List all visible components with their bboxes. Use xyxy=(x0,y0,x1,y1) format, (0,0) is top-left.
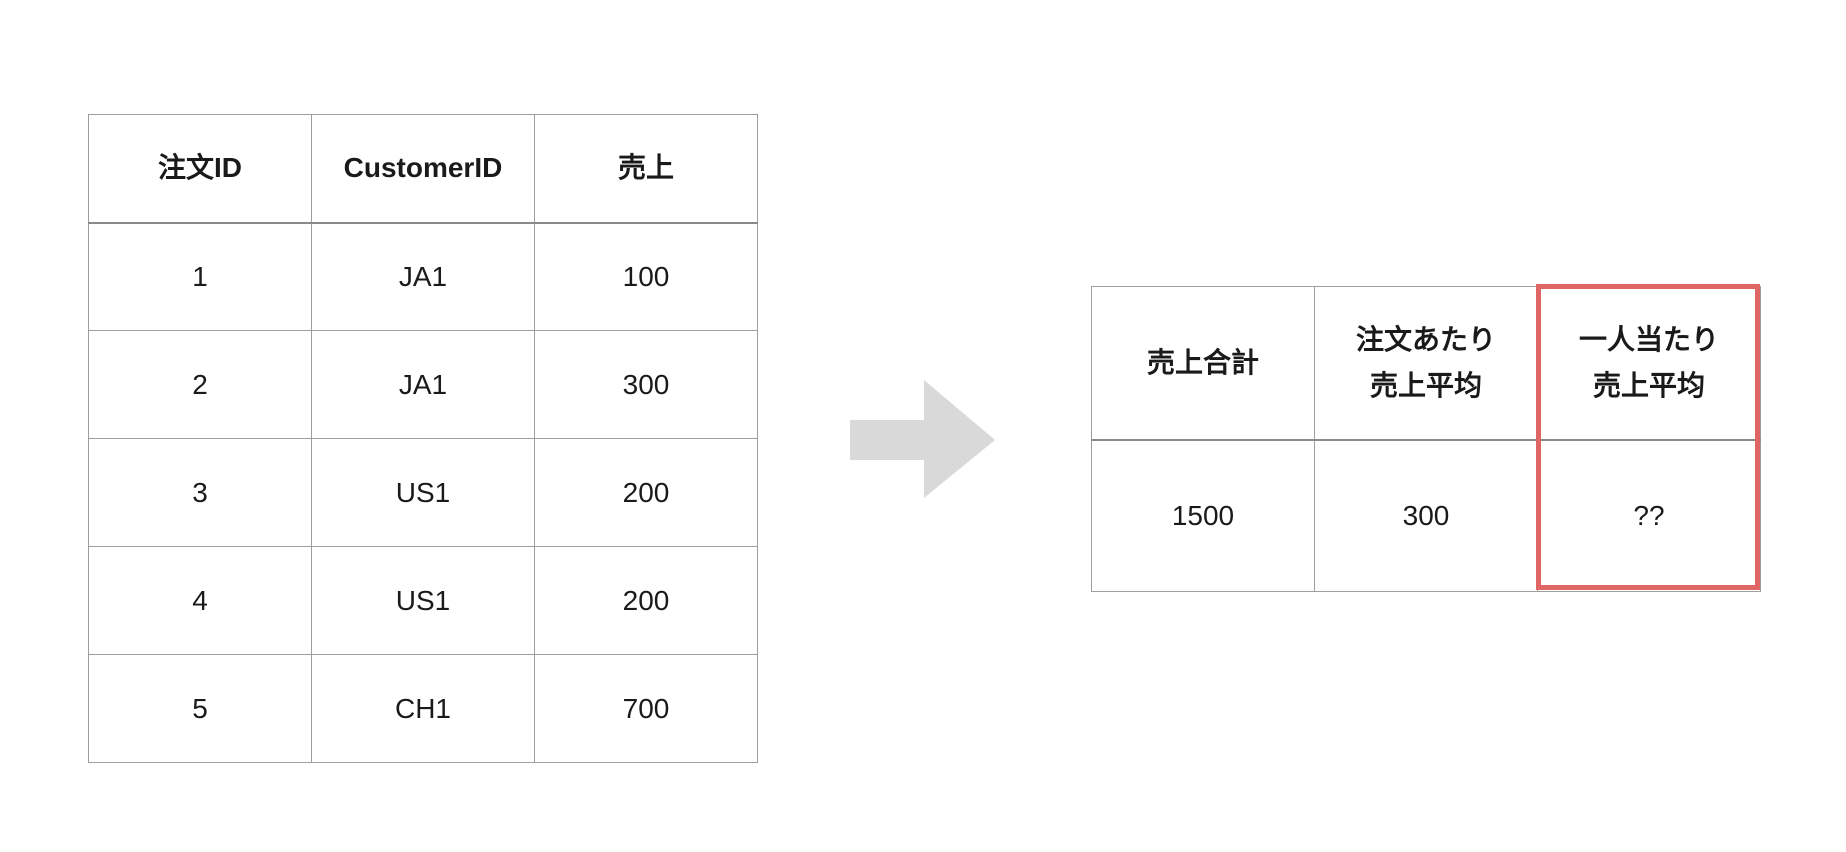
result-table: 売上合計 注文あたり 売上平均 一人当たり 売上平均 1500 300 ?? xyxy=(1091,286,1761,592)
cell-customer-id: CH1 xyxy=(311,654,535,763)
cell-sales: 300 xyxy=(534,330,758,439)
cell-sales: 200 xyxy=(534,438,758,547)
cell-customer-id: US1 xyxy=(311,438,535,547)
header-sales: 売上 xyxy=(534,114,758,224)
header-avg-sales-per-order: 注文あたり 売上平均 xyxy=(1314,286,1538,441)
result-header-row: 売上合計 注文あたり 売上平均 一人当たり 売上平均 xyxy=(1091,286,1761,441)
table-row: 3 US1 200 xyxy=(88,438,758,547)
cell-customer-id: JA1 xyxy=(311,222,535,331)
header-avg-sales-per-customer: 一人当たり 売上平均 xyxy=(1537,286,1761,441)
cell-order-id: 5 xyxy=(88,654,312,763)
cell-order-id: 2 xyxy=(88,330,312,439)
cell-total-sales: 1500 xyxy=(1091,439,1315,592)
header-order-id: 注文ID xyxy=(88,114,312,224)
cell-customer-id: JA1 xyxy=(311,330,535,439)
cell-avg-sales-per-customer: ?? xyxy=(1537,439,1761,592)
arrow-shape xyxy=(850,380,995,498)
cell-order-id: 3 xyxy=(88,438,312,547)
header-total-sales: 売上合計 xyxy=(1091,286,1315,441)
table-row: 2 JA1 300 xyxy=(88,330,758,439)
header-customer-id: CustomerID xyxy=(311,114,535,224)
table-row: 1500 300 ?? xyxy=(1091,439,1761,592)
table-row: 1 JA1 100 xyxy=(88,222,758,331)
cell-sales: 100 xyxy=(534,222,758,331)
source-header-row: 注文ID CustomerID 売上 xyxy=(88,114,758,224)
cell-customer-id: US1 xyxy=(311,546,535,655)
cell-order-id: 1 xyxy=(88,222,312,331)
source-table: 注文ID CustomerID 売上 1 JA1 100 2 JA1 300 3… xyxy=(88,114,758,763)
table-row: 5 CH1 700 xyxy=(88,654,758,763)
table-row: 4 US1 200 xyxy=(88,546,758,655)
cell-order-id: 4 xyxy=(88,546,312,655)
cell-avg-sales-per-order: 300 xyxy=(1314,439,1538,592)
cell-sales: 700 xyxy=(534,654,758,763)
cell-sales: 200 xyxy=(534,546,758,655)
right-arrow-icon xyxy=(850,380,995,498)
